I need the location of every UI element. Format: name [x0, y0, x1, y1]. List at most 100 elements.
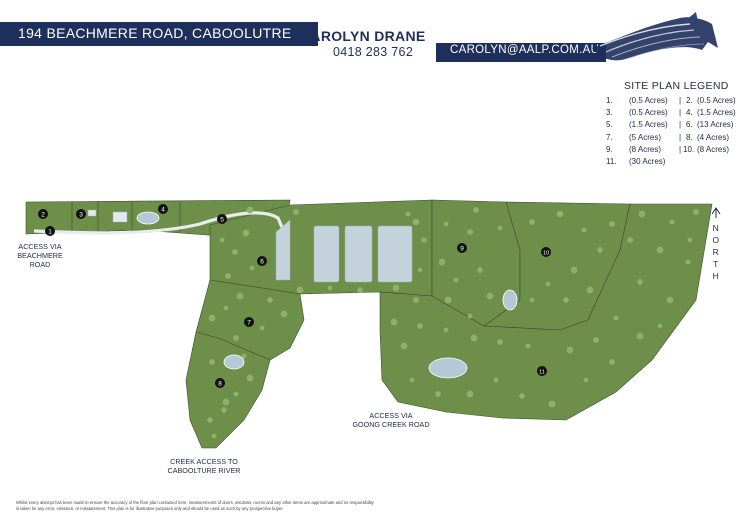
tree: [443, 221, 449, 227]
tree: [525, 343, 531, 349]
horse-logo-icon: [592, 12, 718, 62]
agent-name: CAROLYN DRANE: [300, 28, 426, 44]
access-goong-label: ACCESS VIA: [369, 411, 412, 420]
north-indicator: N O R T H: [711, 222, 721, 282]
tree: [409, 377, 415, 383]
legend-lot-number: 1.: [606, 96, 613, 105]
access-beachmere-label: ACCESS VIA: [18, 242, 61, 251]
tree: [400, 342, 408, 350]
disclaimer: Whilst every attempt has been made to en…: [16, 500, 374, 511]
tree: [232, 249, 238, 255]
tree: [246, 374, 254, 382]
tree: [242, 229, 250, 237]
agent-phone[interactable]: 0418 283 762: [333, 45, 414, 59]
shed-2: [313, 225, 340, 283]
agent-email[interactable]: CAROLYN@AALP.COM.AU: [450, 44, 600, 56]
tree: [221, 407, 227, 413]
tree: [412, 218, 420, 226]
tree: [280, 310, 288, 318]
shed-4: [377, 225, 413, 283]
north-letter: O: [712, 235, 720, 245]
lot-marker-5: 5: [217, 214, 227, 224]
legend-row: 11. (30 Acres): [604, 157, 744, 169]
legend-lot-size: (0.5 Acres): [697, 96, 736, 105]
tree: [656, 246, 664, 254]
address-banner: [0, 22, 318, 46]
legend-lot-size: (0.5 Acres): [629, 96, 668, 105]
legend-row: 3. (0.5 Acres) | 4. (1.5 Acres): [604, 108, 744, 120]
svg-text:11: 11: [539, 369, 545, 375]
legend-lot-number: 5.: [606, 120, 613, 130]
tree: [470, 334, 478, 342]
tree: [357, 287, 363, 293]
tree: [241, 353, 247, 359]
tree: [638, 210, 646, 218]
lot-marker-2: 2: [38, 209, 48, 219]
lot-boundaries: [71, 202, 181, 232]
tree: [685, 259, 691, 265]
tree: [435, 391, 441, 397]
tree: [405, 211, 411, 217]
legend-lot-size: (0.5 Acres): [629, 108, 668, 118]
lot-marker-8: 8: [215, 378, 225, 388]
legend-lot-number: 8.: [686, 132, 693, 142]
tree: [211, 433, 217, 439]
legend-lot-number: 4.: [686, 108, 693, 118]
legend-separator: |: [679, 120, 682, 130]
tree: [293, 209, 299, 215]
tree: [390, 318, 398, 326]
dams: [136, 211, 518, 379]
svg-text:8: 8: [218, 380, 222, 387]
tree: [583, 377, 589, 383]
tree: [637, 279, 643, 285]
tree: [467, 229, 473, 235]
tree: [225, 273, 231, 279]
tree: [223, 305, 229, 311]
legend-separator: |: [679, 132, 682, 142]
tree: [657, 323, 663, 329]
legend-lot-size: (4 Acres): [697, 132, 730, 142]
legend-lot-number: 6.: [686, 120, 693, 130]
tree: [519, 393, 525, 399]
access-beachmere-label: BEACHMERE: [17, 251, 63, 260]
driveway: [33, 211, 286, 235]
svg-text:1: 1: [48, 228, 52, 235]
legend-lot-size: (13 Acres): [697, 120, 734, 130]
access-beachmere-label: ROAD: [30, 260, 51, 269]
tree: [473, 207, 479, 213]
tree: [486, 292, 494, 300]
tree: [222, 398, 230, 406]
tree: [467, 313, 473, 319]
north-letter: R: [712, 247, 720, 257]
access-goong-label: GOONG CREEK ROAD: [352, 420, 429, 429]
tree: [413, 297, 419, 303]
tree: [438, 258, 446, 266]
tree: [548, 400, 556, 408]
legend-separator: |: [679, 96, 682, 105]
tree: [392, 284, 400, 292]
svg-text:9: 9: [460, 245, 464, 252]
legend-separator: |: [679, 144, 682, 154]
dam-9: [502, 289, 518, 311]
tree: [466, 390, 474, 398]
site-plan-legend: SITE PLAN LEGEND 1. (0.5 Acres) | 2. (0.…: [604, 80, 744, 169]
tree: [208, 314, 216, 322]
legend-lot-number: 3.: [606, 108, 613, 118]
house-1: [112, 211, 128, 223]
tree: [609, 359, 615, 365]
legend-row: 7. (5 Acres) | 8. (4 Acres): [604, 133, 744, 145]
lot-marker-3: 3: [76, 209, 86, 219]
tree: [666, 296, 674, 304]
tree: [529, 219, 535, 225]
dam-8: [223, 354, 245, 370]
tree: [636, 332, 644, 340]
tree: [570, 266, 578, 274]
tree: [453, 277, 459, 283]
legend-row: 1. (0.5 Acres) | 2. (0.5 Acres): [604, 96, 744, 108]
north-letter: T: [713, 259, 719, 269]
legend-lot-size: (30 Acres): [629, 156, 666, 166]
svg-text:5: 5: [220, 216, 224, 223]
lot-marker-1: 1: [45, 226, 55, 236]
legend-lot-size: (5 Acres): [629, 132, 662, 142]
